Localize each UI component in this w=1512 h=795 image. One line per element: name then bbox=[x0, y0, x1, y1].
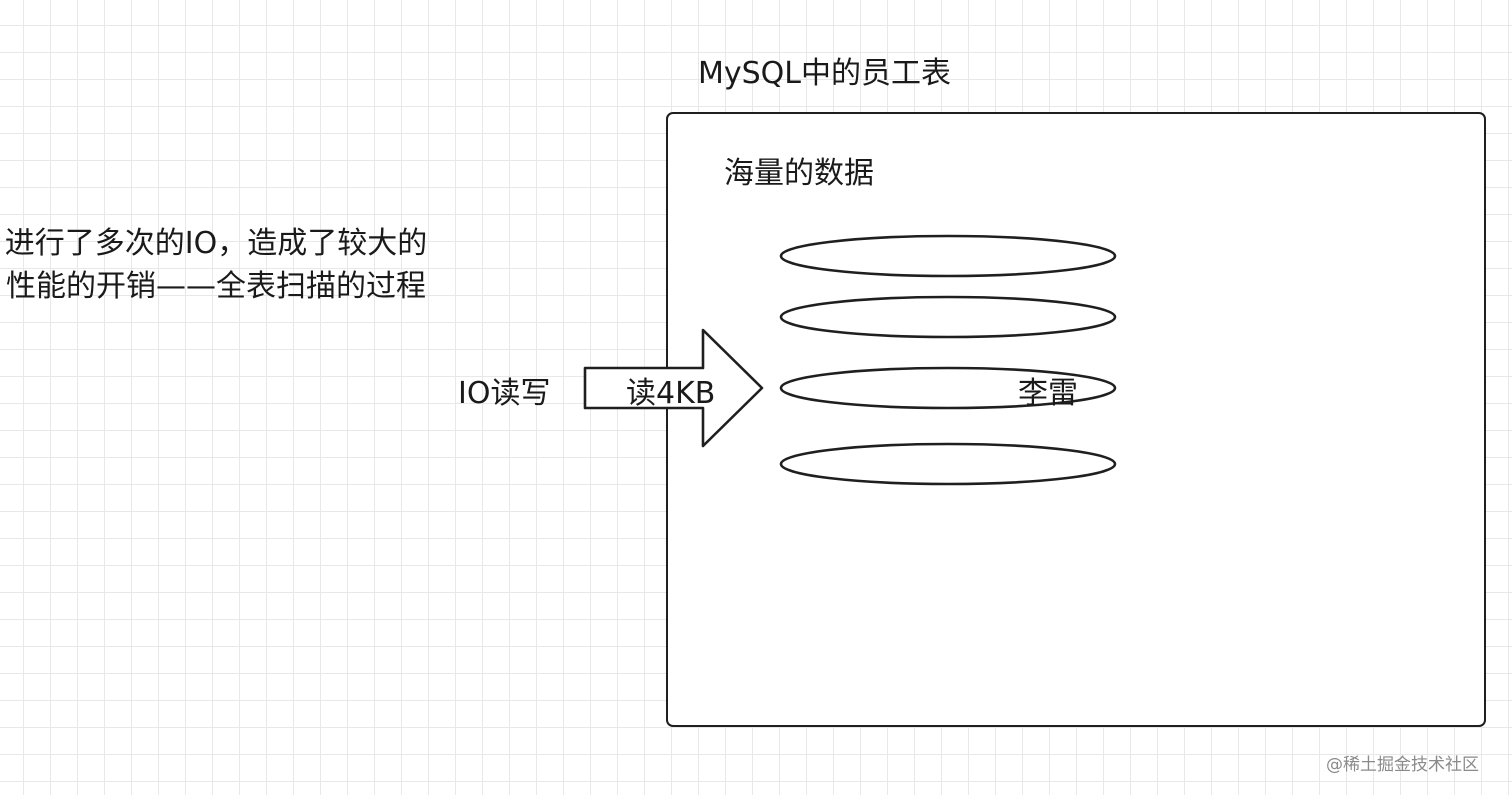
arrow-label: 读4KB bbox=[626, 376, 716, 411]
read-arrow bbox=[583, 328, 764, 448]
data-label: 海量的数据 bbox=[724, 156, 874, 191]
records-group bbox=[779, 234, 1117, 486]
watermark: @稀土掘金技术社区 bbox=[1326, 755, 1479, 775]
employee-table-box bbox=[666, 112, 1486, 727]
io-label: IO读写 bbox=[458, 376, 551, 411]
left-note: 进行了多次的IO，造成了较大的性能的开销——全表扫描的过程 bbox=[4, 226, 428, 304]
record-ellipse-4 bbox=[779, 442, 1117, 486]
record-name-label: 李雷 bbox=[1018, 376, 1078, 411]
table-title: MySQL中的员工表 bbox=[698, 56, 952, 91]
record-ellipse-3 bbox=[779, 366, 1117, 410]
record-ellipse-1 bbox=[779, 234, 1117, 278]
record-ellipse-2 bbox=[779, 295, 1117, 339]
